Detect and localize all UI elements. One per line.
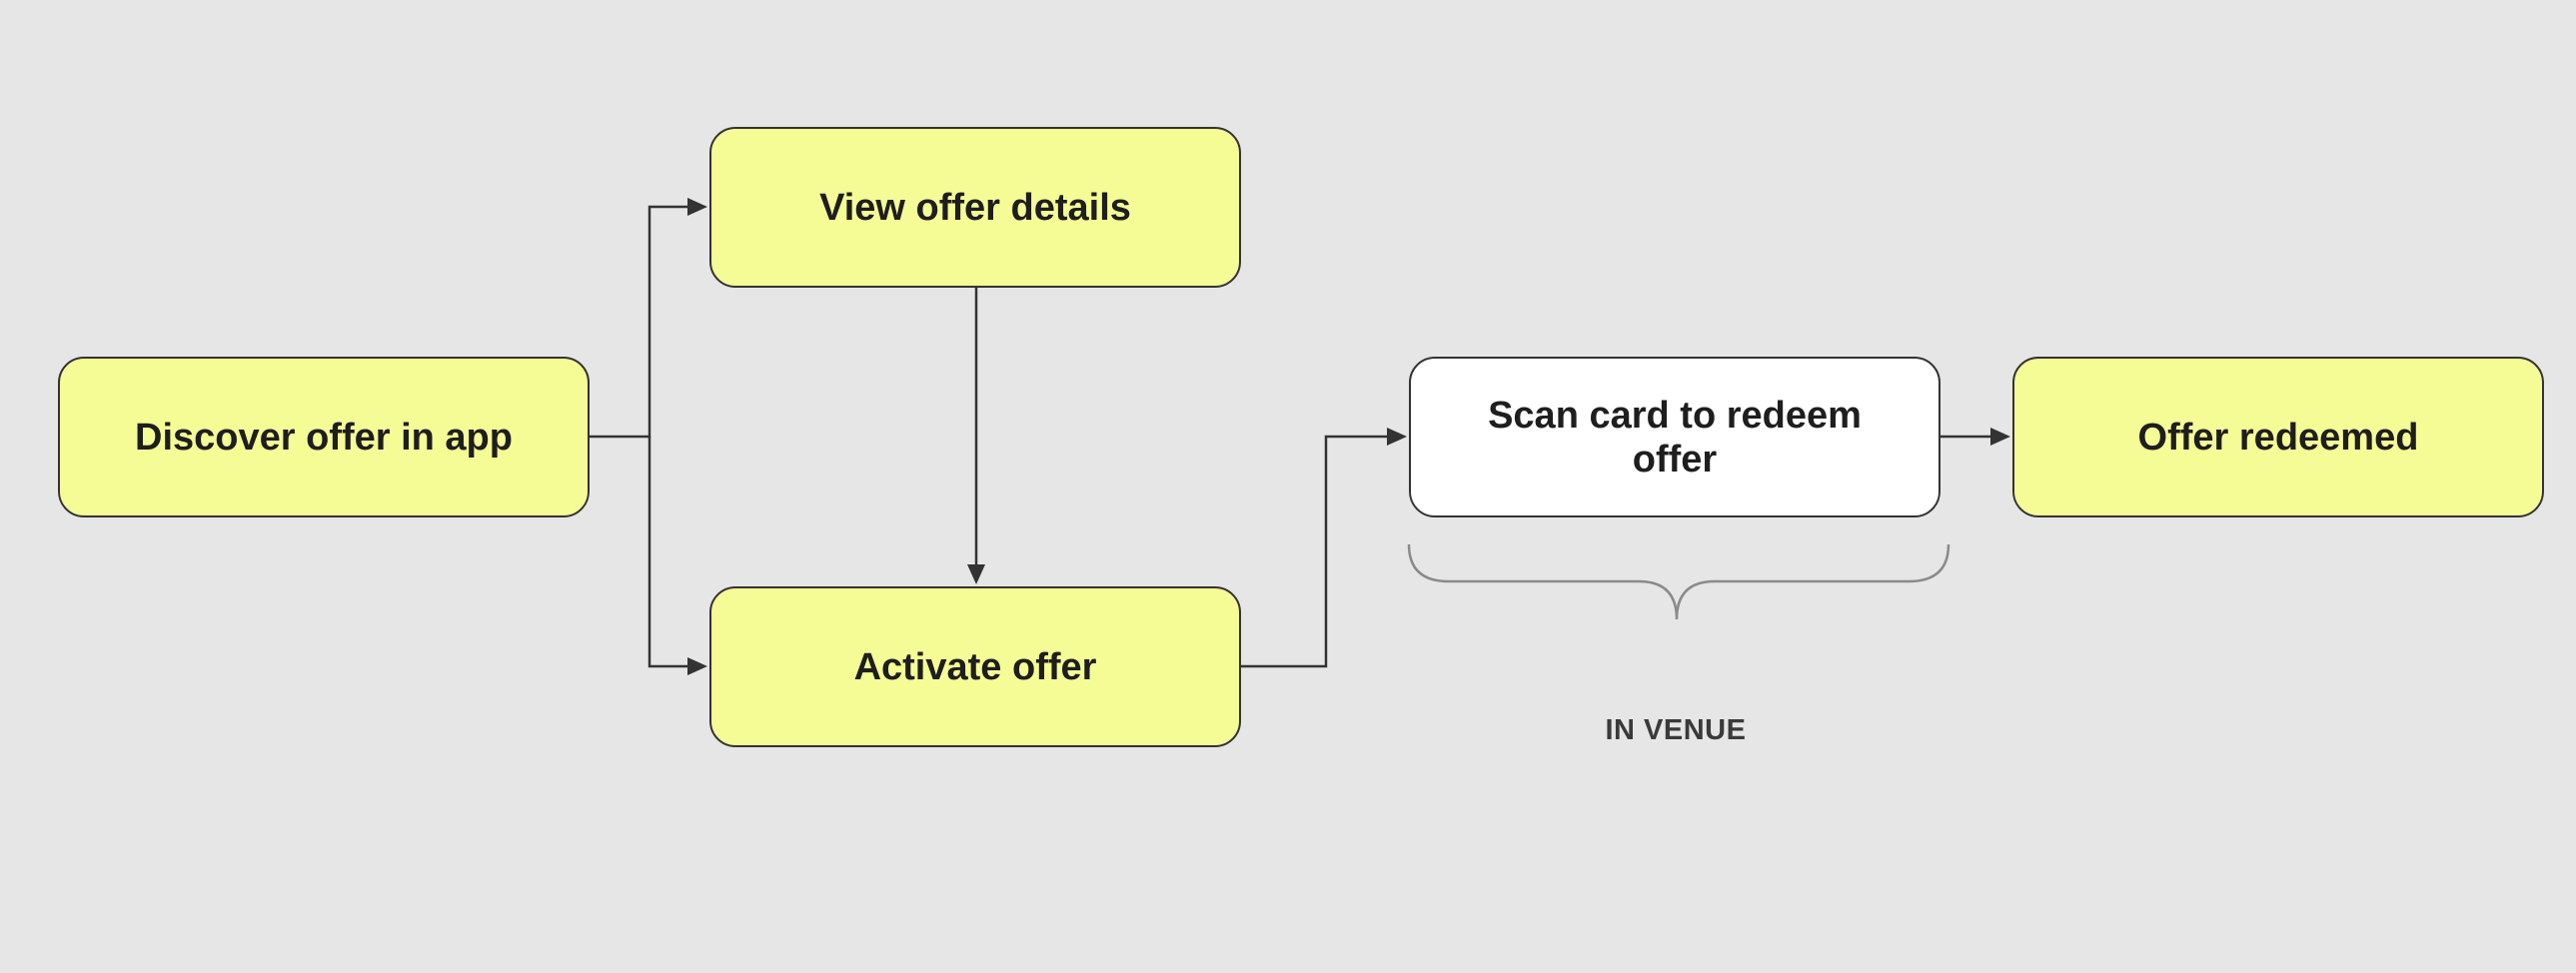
arrowhead-to-scan: [1387, 428, 1407, 446]
node-scan-card[interactable]: Scan card to redeem offer: [1409, 357, 1940, 517]
node-offer-redeemed-label: Offer redeemed: [2137, 416, 2419, 459]
node-discover-offer[interactable]: Discover offer in app: [58, 357, 590, 517]
node-view-offer-details-label: View offer details: [819, 186, 1131, 229]
node-offer-redeemed[interactable]: Offer redeemed: [2012, 357, 2544, 517]
node-scan-card-label: Scan card to redeem offer: [1488, 394, 1862, 481]
connector-discover-to-activate: [647, 437, 694, 668]
arrowhead-to-redeemed: [1990, 428, 2010, 446]
arrowhead-to-activate-from-view: [967, 564, 985, 584]
arrowhead-to-activate-from-discover: [687, 657, 707, 675]
in-venue-brace: [1407, 543, 1950, 620]
connector-activate-to-scan: [1241, 435, 1394, 668]
node-activate-offer-label: Activate offer: [853, 645, 1097, 688]
connector-discover-to-view: [590, 205, 694, 439]
node-activate-offer[interactable]: Activate offer: [709, 586, 1241, 747]
in-venue-label: IN VENUE: [1605, 714, 1747, 746]
node-view-offer-details[interactable]: View offer details: [709, 127, 1241, 288]
node-discover-offer-label: Discover offer in app: [135, 416, 513, 459]
arrowhead-to-view: [687, 198, 707, 216]
